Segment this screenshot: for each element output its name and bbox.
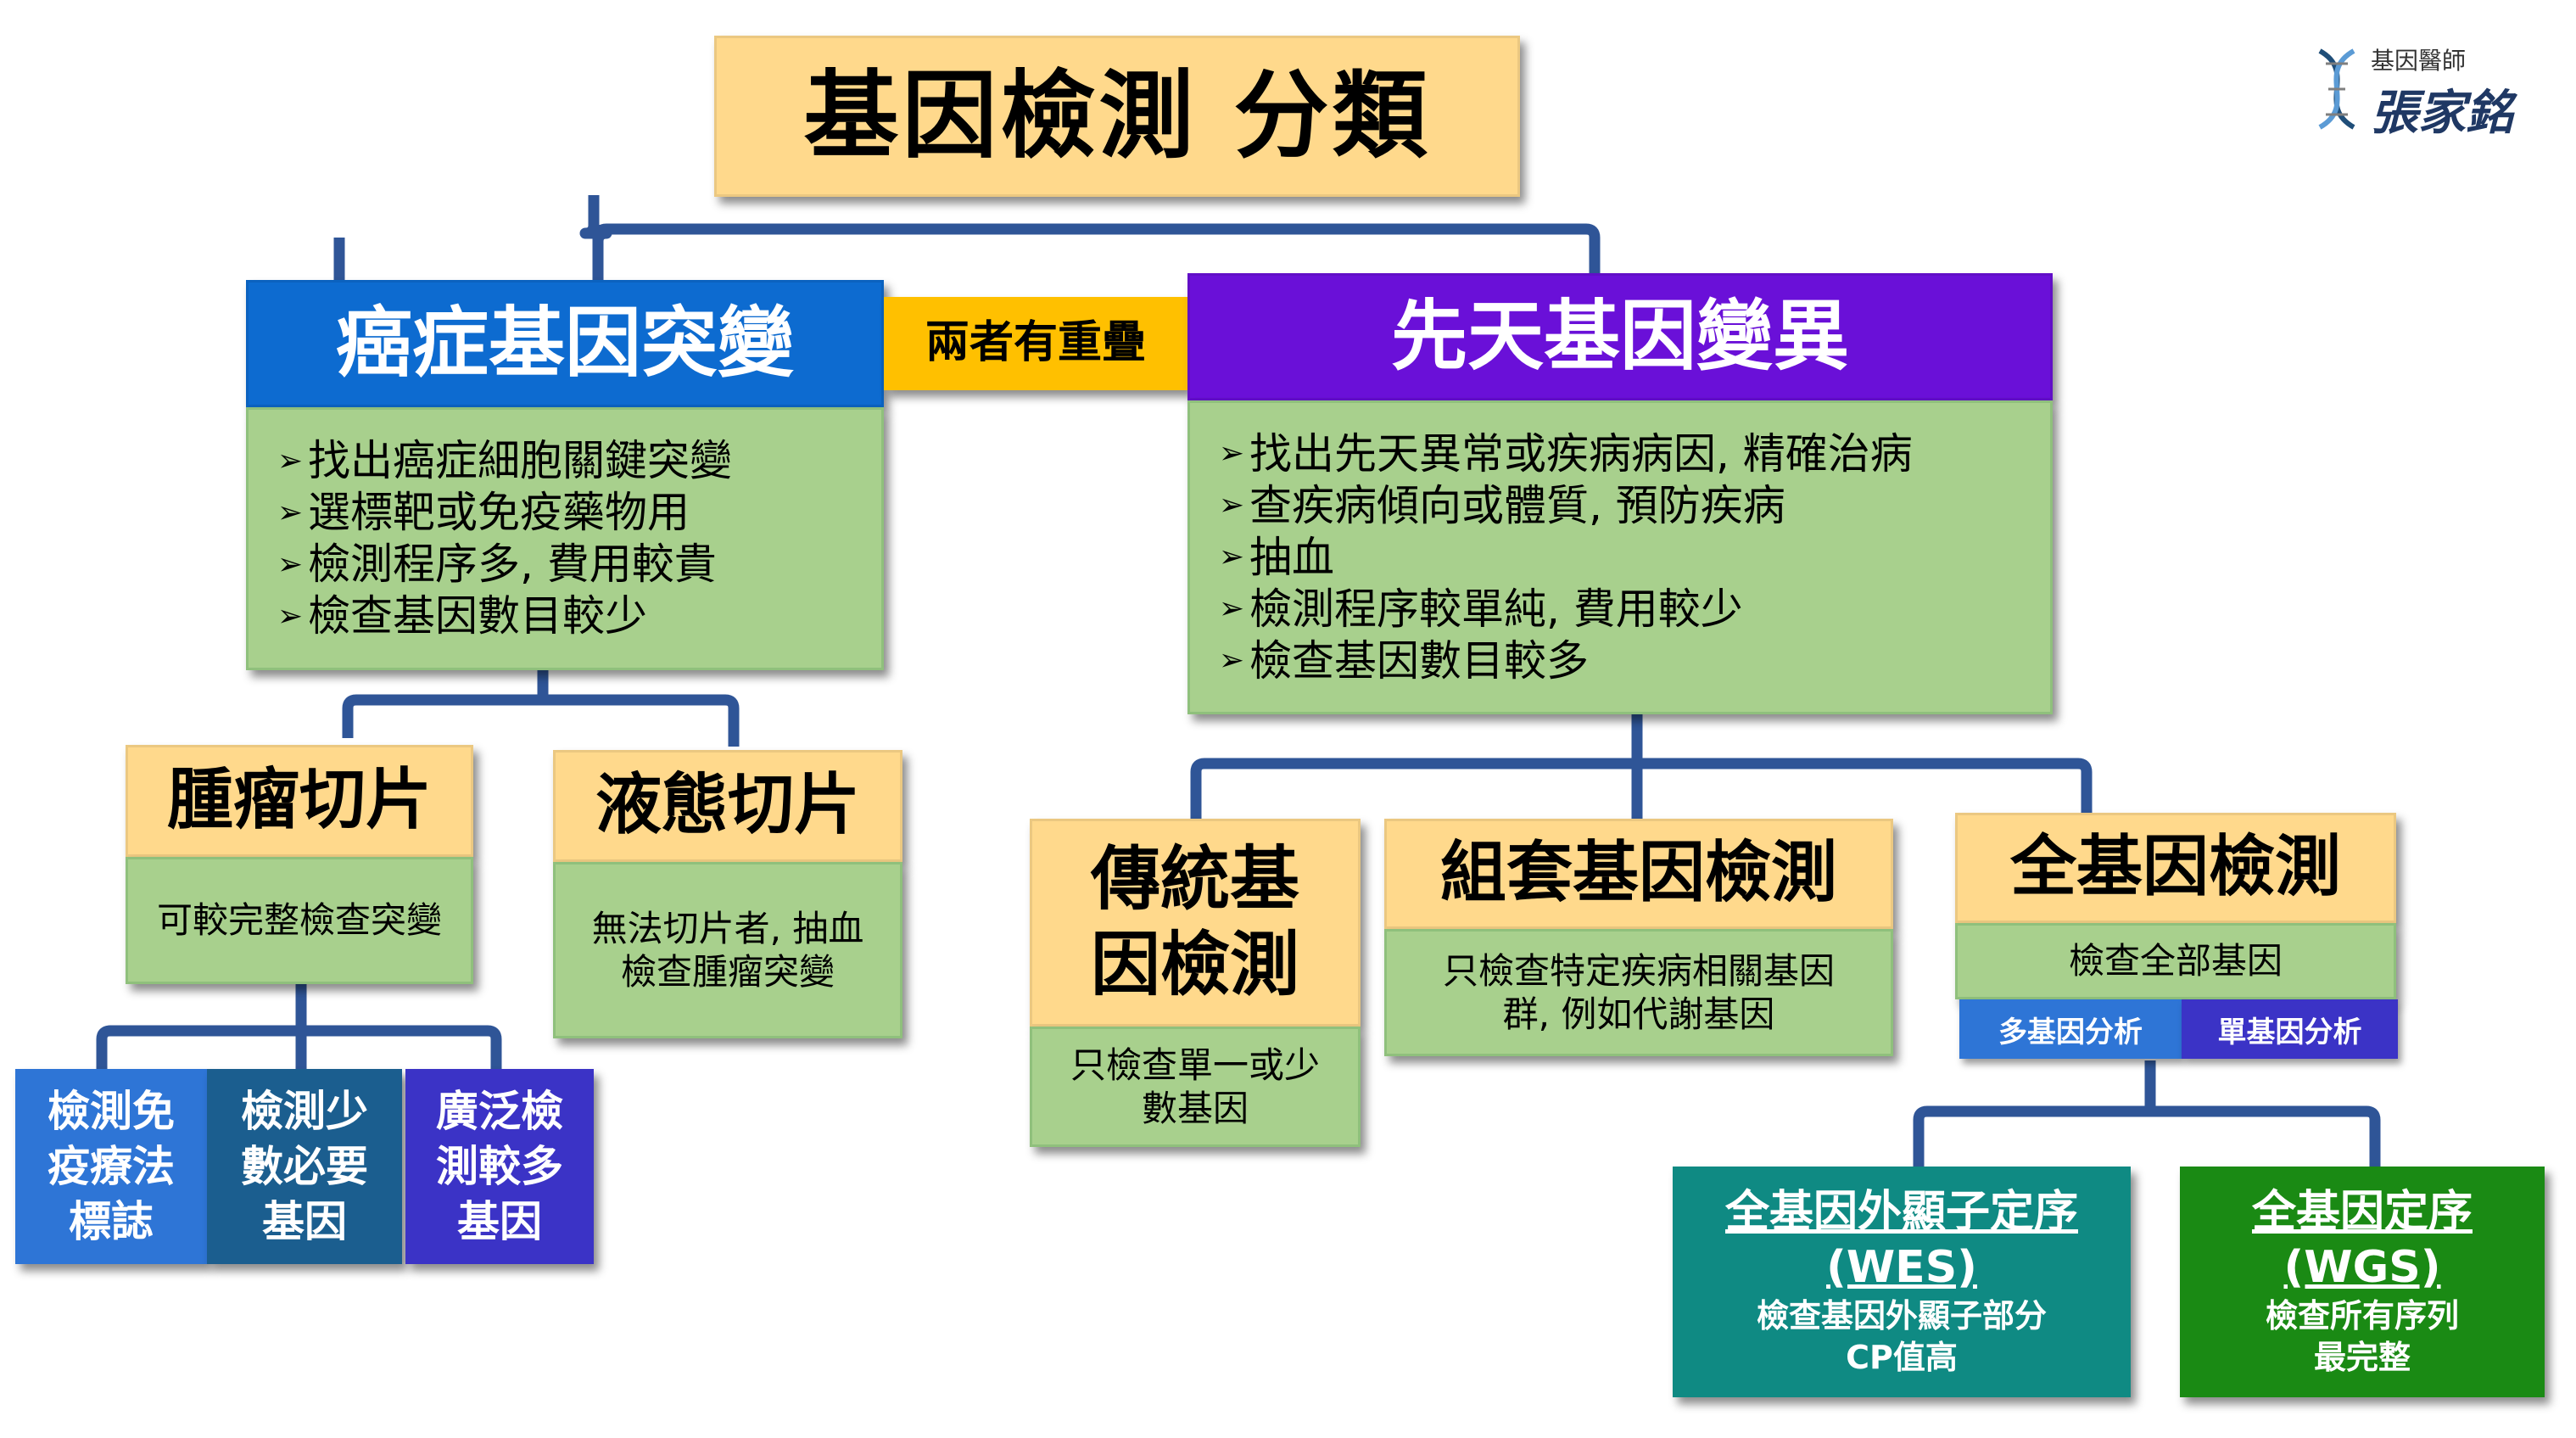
wgs-title: 全基因定序 [2251, 1186, 2473, 1238]
traditional-test-header: 傳統基因檢測 [1030, 819, 1361, 1027]
whole-genome-test-header: 全基因檢測 [1955, 813, 2396, 923]
traditional-test-desc-text: 只檢查單一或少數基因 [1070, 1044, 1320, 1129]
list-item: ➢抽血 [1214, 532, 1334, 584]
liquid-biopsy-header: 液態切片 [553, 750, 902, 862]
panel-test-title: 組套基因檢測 [1439, 835, 1837, 912]
immunotherapy-marker-box: 檢測免疫療法標誌 [15, 1069, 207, 1264]
tumor-biopsy-desc-text: 可較完整檢查突變 [156, 899, 442, 942]
logo-name: 張家銘 [2371, 85, 2513, 141]
list-item: ➢檢測程序多, 費用較貴 [272, 539, 717, 590]
panel-test-header: 組套基因檢測 [1384, 819, 1893, 929]
dna-icon [2318, 48, 2355, 130]
leaf-text: 檢測免疫療法標誌 [47, 1086, 175, 1246]
bullet-text: 檢測程序較單純, 費用較少 [1249, 584, 1743, 634]
list-item: ➢找出先天異常或疾病病因, 精確治病 [1214, 428, 1913, 480]
overlap-text: 兩者有重疊 [925, 317, 1146, 369]
bullet-text: 找出先天異常或疾病病因, 精確治病 [1249, 428, 1913, 478]
tumor-biopsy-header: 腫瘤切片 [126, 745, 473, 857]
bullet-text: 查疾病傾向或體質, 預防疾病 [1249, 480, 1785, 530]
cancer-title: 癌症基因突變 [336, 299, 794, 389]
list-item: ➢檢查基因數目較多 [1214, 635, 1589, 687]
bullet-arrow-icon: ➢ [1218, 540, 1245, 575]
traditional-test-desc: 只檢查單一或少數基因 [1030, 1027, 1361, 1147]
panel-test-desc-text: 只檢查特定疾病相關基因群, 例如代謝基因 [1442, 949, 1835, 1035]
page-title-text: 基因檢測 分類 [803, 60, 1431, 171]
multi-gene-analysis-text: 多基因分析 [1998, 1015, 2143, 1049]
connector-tumor [96, 984, 502, 1073]
overlap-badge: 兩者有重疊 [884, 297, 1187, 390]
bullet-text: 選標靶或免疫藥物用 [308, 488, 690, 537]
multi-gene-analysis-tag: 多基因分析 [1959, 999, 2182, 1059]
bullet-arrow-icon: ➢ [277, 443, 304, 478]
tumor-biopsy-title: 腫瘤切片 [166, 762, 432, 839]
list-item: ➢檢測程序較單純, 費用較少 [1214, 584, 1743, 635]
connector-whole [1913, 1060, 2381, 1167]
liquid-biopsy-desc: 無法切片者, 抽血檢查腫瘤突變 [553, 862, 902, 1038]
logo: 基因醫師 張家銘 [2307, 42, 2545, 141]
bullet-arrow-icon: ➢ [277, 598, 304, 634]
whole-genome-test-desc-text: 檢查全部基因 [2068, 940, 2283, 982]
whole-genome-test-desc: 檢查全部基因 [1955, 923, 2396, 999]
wgs-abbr: (WGS) [2283, 1241, 2441, 1293]
liquid-biopsy-desc-text: 無法切片者, 抽血檢查腫瘤突變 [591, 907, 864, 993]
bullet-arrow-icon: ➢ [1218, 643, 1245, 679]
congenital-title: 先天基因變異 [1391, 292, 1849, 382]
essential-genes-box: 檢測少數必要基因 [207, 1069, 402, 1264]
cancer-header: 癌症基因突變 [246, 280, 884, 407]
bullet-text: 檢測程序多, 費用較貴 [308, 540, 717, 589]
list-item: ➢選標靶或免疫藥物用 [272, 487, 690, 539]
bullet-text: 檢查基因數目較多 [1249, 635, 1589, 685]
wgs-note: 最完整 [2313, 1339, 2411, 1376]
bullet-text: 檢查基因數目較少 [308, 591, 647, 641]
bullet-arrow-icon: ➢ [1218, 436, 1245, 472]
leaf-text: 廣泛檢測較多基因 [436, 1086, 563, 1246]
bullet-text: 抽血 [1249, 532, 1334, 582]
tumor-biopsy-desc: 可較完整檢查突變 [126, 857, 473, 984]
bullet-arrow-icon: ➢ [1218, 591, 1245, 627]
logo-subtitle: 基因醫師 [2371, 47, 2467, 75]
list-item: ➢檢查基因數目較少 [272, 590, 647, 642]
wes-box: 全基因外顯子定序 (WES) 檢查基因外顯子部分 CP值高 [1673, 1167, 2131, 1397]
wes-desc: 檢查基因外顯子部分 [1756, 1296, 2047, 1334]
congenital-bullet-list: ➢找出先天異常或疾病病因, 精確治病 ➢查疾病傾向或體質, 預防疾病 ➢抽血 ➢… [1187, 400, 2053, 714]
wes-abbr: (WES) [1826, 1241, 1977, 1293]
wes-note: CP值高 [1846, 1339, 1958, 1376]
congenital-header: 先天基因變異 [1187, 273, 2053, 400]
bullet-text: 找出癌症細胞關鍵突變 [308, 436, 732, 485]
bullet-arrow-icon: ➢ [277, 495, 304, 530]
cancer-bullet-list: ➢找出癌症細胞關鍵突變 ➢選標靶或免疫藥物用 ➢檢測程序多, 費用較貴 ➢檢查基… [246, 407, 884, 670]
whole-genome-test-title: 全基因檢測 [2009, 829, 2341, 906]
leaf-text: 檢測少數必要基因 [241, 1086, 368, 1246]
single-gene-analysis-tag: 單基因分析 [2182, 999, 2398, 1059]
connector-congenital [1190, 713, 2093, 819]
wes-title: 全基因外顯子定序 [1724, 1186, 2078, 1238]
page-title: 基因檢測 分類 [714, 36, 1520, 197]
traditional-test-title: 傳統基因檢測 [1090, 839, 1299, 1005]
broad-genes-box: 廣泛檢測較多基因 [405, 1069, 594, 1264]
list-item: ➢找出癌症細胞關鍵突變 [272, 435, 732, 487]
wgs-box: 全基因定序 (WGS) 檢查所有序列 最完整 [2180, 1167, 2545, 1397]
liquid-biopsy-title: 液態切片 [595, 767, 860, 844]
connector-root [579, 195, 1601, 280]
wgs-desc: 檢查所有序列 [2265, 1296, 2459, 1334]
bullet-arrow-icon: ➢ [277, 546, 304, 582]
bullet-arrow-icon: ➢ [1218, 488, 1245, 523]
single-gene-analysis-text: 單基因分析 [2217, 1015, 2362, 1049]
panel-test-desc: 只檢查特定疾病相關基因群, 例如代謝基因 [1384, 929, 1893, 1056]
list-item: ➢查疾病傾向或體質, 預防疾病 [1214, 480, 1785, 532]
